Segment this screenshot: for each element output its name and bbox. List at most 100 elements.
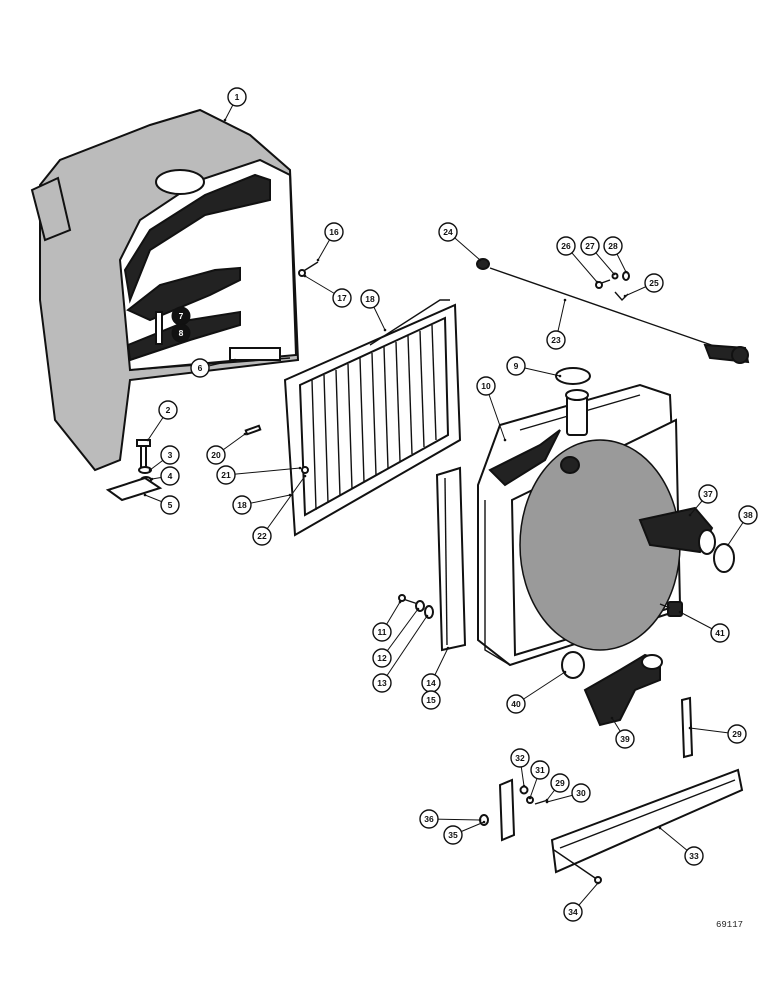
callout-p39: 39	[610, 716, 635, 749]
callout-circle	[206, 445, 226, 465]
callout-number: 16	[329, 227, 339, 237]
callout-p37: 37	[688, 484, 718, 517]
callout-number: 6	[198, 363, 203, 373]
callout-p18b: 18	[232, 493, 292, 515]
callout-p1: 1	[223, 87, 247, 122]
shroud-side-bolt	[298, 261, 319, 277]
leader-tip	[425, 614, 429, 618]
lower-support-strap	[680, 696, 694, 759]
callout-circle	[421, 690, 441, 710]
callout-p28: 28	[603, 236, 628, 274]
callout-p38: 38	[726, 505, 758, 547]
leader-tip	[398, 600, 402, 604]
leader-tip	[478, 258, 482, 262]
callout-circle	[372, 622, 392, 642]
callout-p15: 15	[421, 690, 441, 710]
callout-number: 36	[424, 814, 434, 824]
callout-number: 33	[689, 851, 699, 861]
callout-circle	[160, 466, 180, 486]
leader-tip	[316, 258, 320, 262]
callout-p36: 36	[419, 809, 482, 829]
leader-tip	[528, 796, 532, 800]
callout-circle	[190, 358, 210, 378]
callout-p12: 12	[372, 607, 420, 668]
callout-number: 3	[168, 450, 173, 460]
leader-tip	[303, 474, 307, 478]
callout-circle	[232, 495, 252, 515]
screen-screw	[244, 424, 262, 436]
leader-tip	[610, 716, 614, 720]
callout-p14: 14	[421, 646, 450, 693]
shutter-control-rod	[476, 258, 750, 364]
callout-number: 30	[576, 788, 586, 798]
leader-tip	[416, 607, 420, 611]
callout-circle	[332, 288, 352, 308]
callout-number: 25	[649, 278, 659, 288]
callout-circle	[698, 484, 718, 504]
callout-number: 31	[535, 765, 545, 775]
callout-circle	[160, 445, 180, 465]
callout-p31: 31	[528, 760, 550, 800]
callout-circle	[550, 773, 570, 793]
leader-tip	[623, 294, 627, 298]
leader-tip	[146, 438, 150, 442]
callout-number: 14	[426, 678, 436, 688]
callout-p30: 30	[545, 783, 591, 804]
callout-number: 1	[235, 92, 240, 102]
leader-tip	[658, 826, 662, 830]
callout-number: 8	[179, 328, 184, 338]
callout-circle	[530, 760, 550, 780]
callout-p6: 6	[190, 358, 237, 378]
leader-tip	[612, 272, 616, 276]
callout-circle	[571, 783, 591, 803]
callout-number: 23	[551, 335, 561, 345]
leader-tip	[148, 468, 152, 472]
callout-number: 18	[237, 500, 247, 510]
leader-tip	[596, 881, 600, 885]
side-baffle-plate	[435, 466, 467, 652]
callout-circle	[216, 465, 236, 485]
callout-circle	[419, 809, 439, 829]
callout-circle	[563, 902, 583, 922]
callout-p13: 13	[372, 614, 429, 693]
callout-number: 2	[166, 405, 171, 415]
leader-line	[515, 671, 566, 705]
callout-number: 40	[511, 699, 521, 709]
callout-number: 13	[377, 678, 387, 688]
leader-tip	[545, 800, 549, 804]
lower-mounting-bracket	[479, 778, 549, 842]
callout-number: 28	[608, 241, 618, 251]
callout-circle	[684, 846, 704, 866]
callout-circle	[710, 623, 730, 643]
callout-circle	[372, 648, 392, 668]
callout-circle	[476, 376, 496, 396]
callout-p9: 9	[506, 356, 562, 378]
callout-p22: 22	[252, 474, 307, 546]
leader-line	[381, 615, 428, 684]
callout-circle	[546, 330, 566, 350]
leader-tip	[678, 610, 682, 614]
callout-p4: 4	[150, 466, 180, 486]
callout-number: 41	[715, 628, 725, 638]
callout-number: 18	[365, 294, 375, 304]
callout-p2: 2	[146, 400, 178, 442]
callout-p34: 34	[563, 881, 600, 922]
callout-number: 11	[378, 627, 387, 637]
leader-tip	[503, 438, 507, 442]
leader-line	[261, 475, 306, 537]
callout-circle	[443, 825, 463, 845]
callout-circle	[324, 222, 344, 242]
leader-tip	[446, 646, 450, 650]
callout-number: 39	[620, 734, 630, 744]
callout-p5: 5	[143, 493, 180, 515]
leader-tip	[688, 726, 692, 730]
callout-circle	[506, 356, 526, 376]
radiator-shroud-housing	[30, 108, 300, 472]
callout-number: 20	[211, 450, 221, 460]
callout-p7: 7	[171, 306, 191, 326]
callout-p29b: 29	[545, 773, 570, 802]
callout-circle	[556, 236, 576, 256]
callout-p40: 40	[506, 670, 567, 714]
leader-tip	[143, 493, 147, 497]
callout-number: 38	[743, 510, 753, 520]
